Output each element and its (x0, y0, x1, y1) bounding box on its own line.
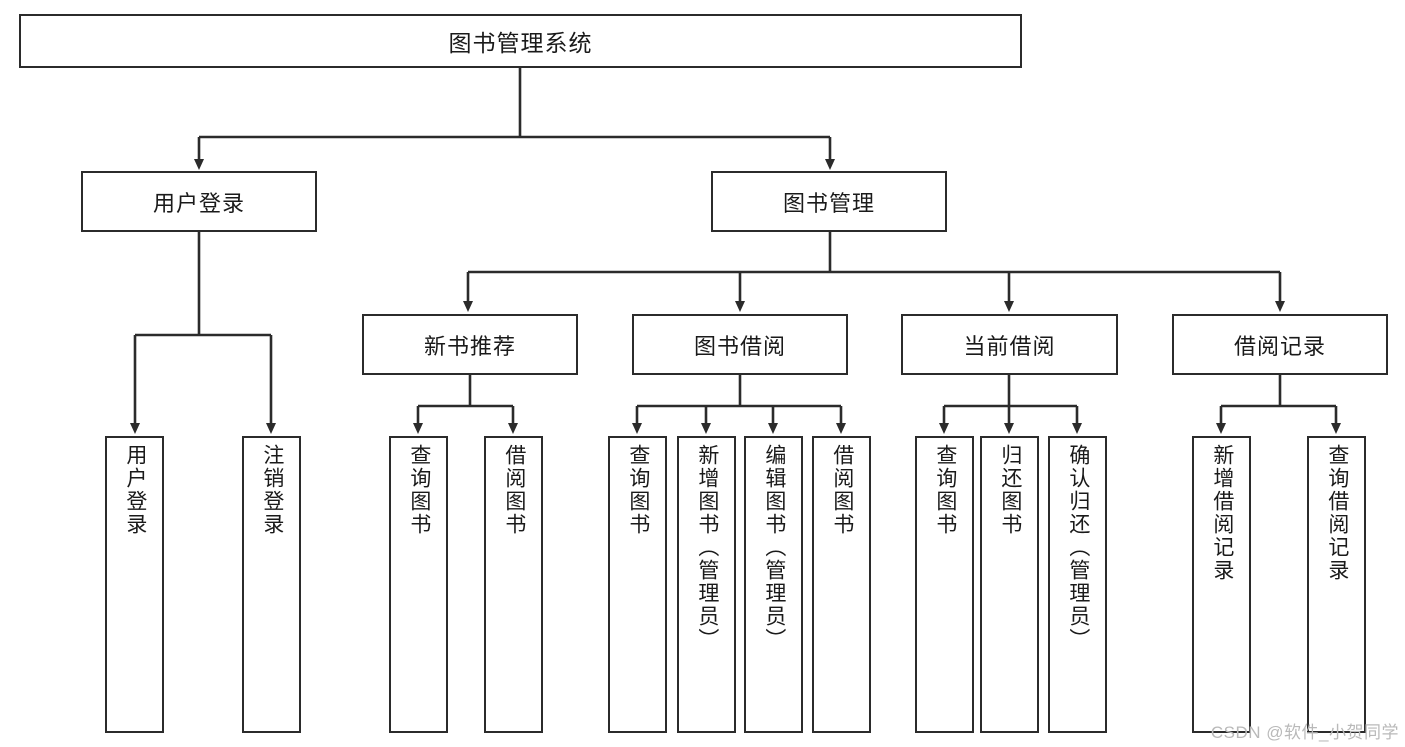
leaf-confirm-return-admin-label: 确认归还（管理员） (1066, 444, 1090, 651)
leaf-query-book-3[interactable]: 查询图书 (915, 436, 974, 733)
leaf-add-borrow-record[interactable]: 新增借阅记录 (1192, 436, 1251, 733)
node-user-login-label: 用户登录 (152, 190, 245, 216)
leaf-borrow-book-1[interactable]: 借阅图书 (484, 436, 543, 733)
leaf-query-book-2[interactable]: 查询图书 (608, 436, 667, 733)
leaf-borrow-book-1-label: 借阅图书 (502, 444, 526, 536)
node-current-borrow[interactable]: 当前借阅 (901, 314, 1118, 375)
node-book-borrow[interactable]: 图书借阅 (632, 314, 848, 375)
leaf-query-book-3-label: 查询图书 (933, 444, 957, 536)
node-book-borrow-label: 图书借阅 (693, 333, 786, 359)
leaf-edit-book-admin[interactable]: 编辑图书（管理员） (744, 436, 803, 733)
watermark: CSDN @软件_小贺同学 (1210, 723, 1399, 742)
leaf-query-borrow-record-label: 查询借阅记录 (1325, 444, 1349, 582)
node-borrow-record[interactable]: 借阅记录 (1172, 314, 1388, 375)
node-current-borrow-label: 当前借阅 (963, 333, 1056, 359)
leaf-query-borrow-record[interactable]: 查询借阅记录 (1307, 436, 1366, 733)
node-borrow-record-label: 借阅记录 (1233, 333, 1326, 359)
leaf-user-login[interactable]: 用户登录 (105, 436, 164, 733)
leaf-return-book[interactable]: 归还图书 (980, 436, 1039, 733)
leaf-logout-login-label: 注销登录 (260, 444, 284, 536)
leaf-logout-login[interactable]: 注销登录 (242, 436, 301, 733)
leaf-confirm-return-admin[interactable]: 确认归还（管理员） (1048, 436, 1107, 733)
leaf-add-book-admin-label: 新增图书（管理员） (695, 444, 719, 651)
node-root[interactable]: 图书管理系统 (19, 14, 1022, 68)
leaf-query-book-2-label: 查询图书 (626, 444, 650, 536)
leaf-borrow-book-2[interactable]: 借阅图书 (812, 436, 871, 733)
leaf-return-book-label: 归还图书 (998, 444, 1022, 536)
leaf-add-borrow-record-label: 新增借阅记录 (1210, 444, 1234, 582)
leaf-query-book-1[interactable]: 查询图书 (389, 436, 448, 733)
node-user-login[interactable]: 用户登录 (81, 171, 317, 232)
leaf-edit-book-admin-label: 编辑图书（管理员） (762, 444, 786, 651)
leaf-add-book-admin[interactable]: 新增图书（管理员） (677, 436, 736, 733)
node-book-manage-label: 图书管理 (782, 190, 875, 216)
leaf-query-book-1-label: 查询图书 (407, 444, 431, 536)
node-root-label: 图书管理系统 (448, 30, 593, 56)
node-new-book-rec[interactable]: 新书推荐 (362, 314, 578, 375)
leaf-user-login-label: 用户登录 (123, 444, 147, 536)
leaf-borrow-book-2-label: 借阅图书 (830, 444, 854, 536)
node-book-manage[interactable]: 图书管理 (711, 171, 947, 232)
node-new-book-rec-label: 新书推荐 (423, 333, 516, 359)
